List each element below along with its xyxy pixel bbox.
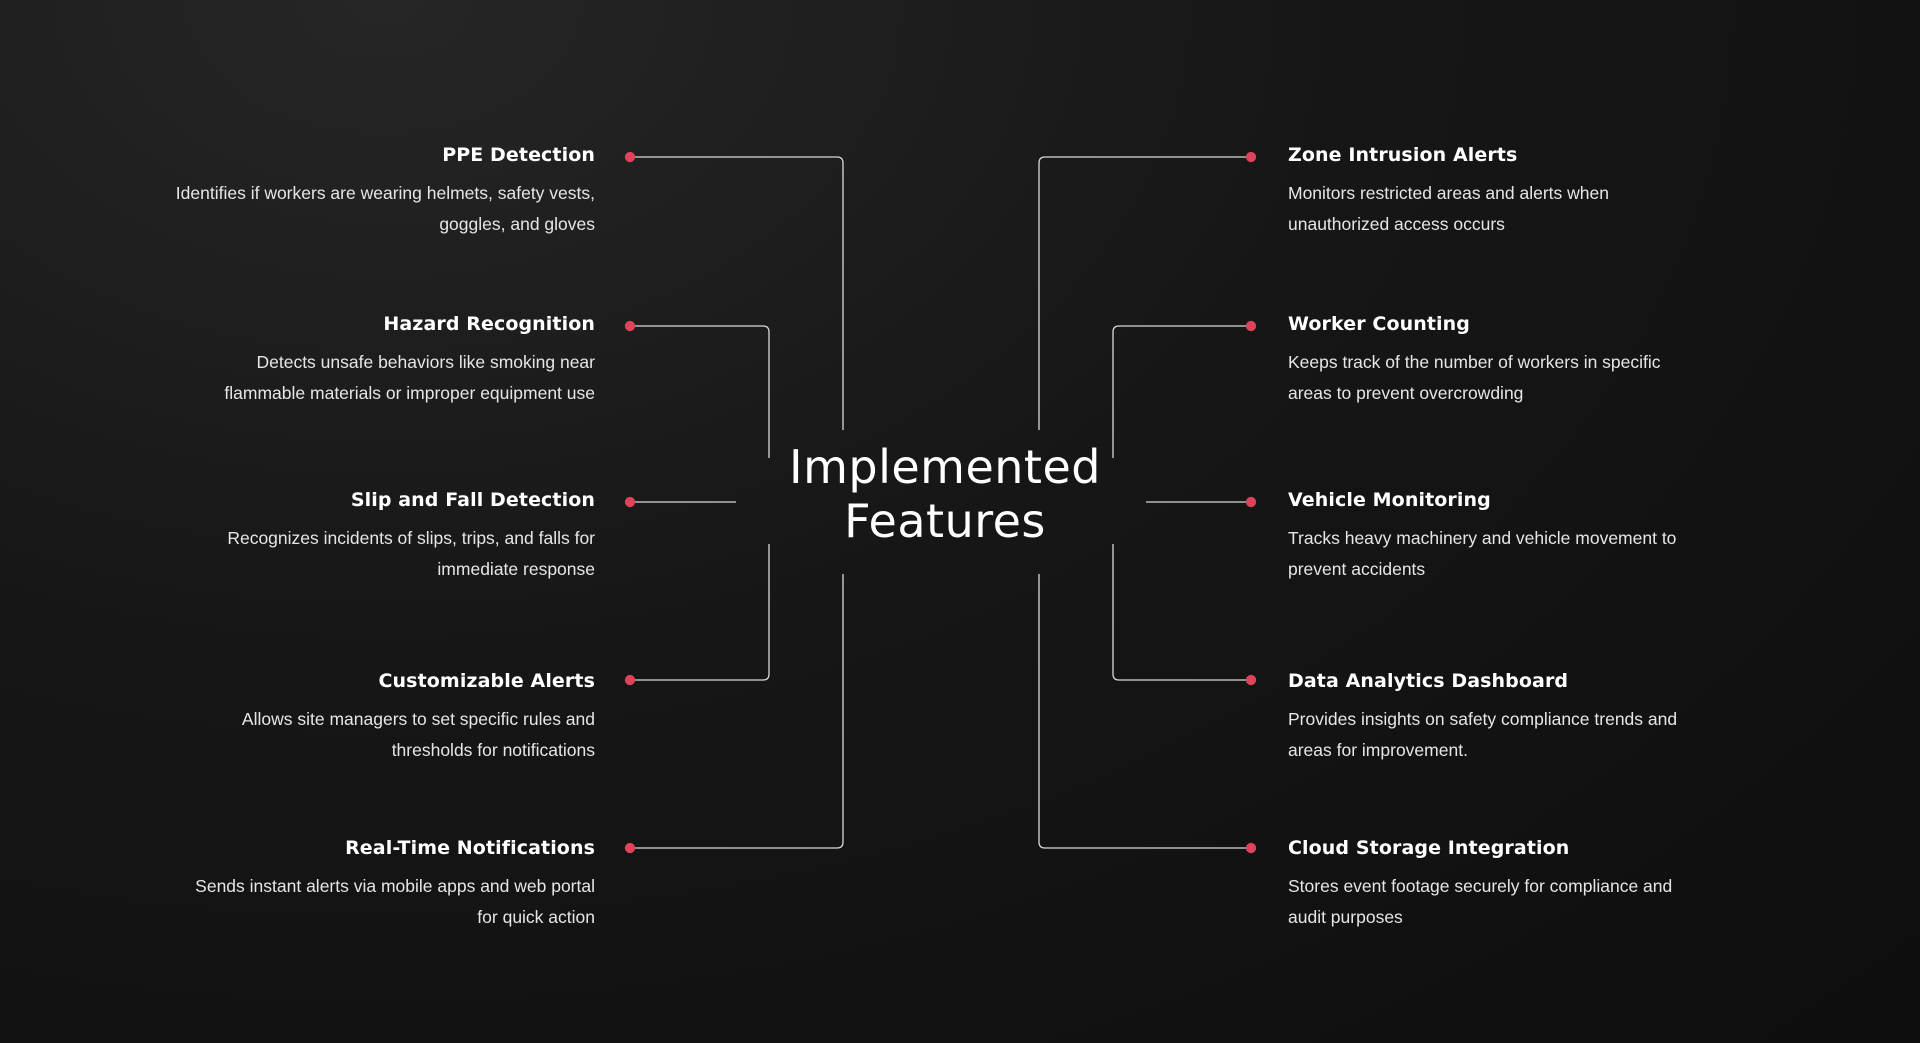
feature-title: Zone Intrusion Alerts [1288, 144, 1518, 166]
connector-zone-intrusion-alerts [1038, 156, 1251, 430]
feature-title: Cloud Storage Integration [1288, 837, 1570, 859]
feature-ppe-detection: PPE Detection Identifies if workers are … [175, 142, 595, 240]
feature-description: Keeps track of the number of workers in … [1288, 352, 1661, 403]
feature-title: Vehicle Monitoring [1288, 489, 1491, 511]
feature-vehicle-monitoring: Vehicle Monitoring Tracks heavy machiner… [1288, 487, 1708, 585]
feature-title: PPE Detection [442, 144, 595, 166]
node-dot-vehicle-monitoring [1245, 496, 1257, 508]
connector-data-analytics-dashboard [1112, 544, 1251, 681]
node-dot-customizable-alerts [624, 674, 636, 686]
feature-description: Tracks heavy machinery and vehicle movem… [1288, 528, 1677, 579]
feature-title: Hazard Recognition [383, 313, 595, 335]
feature-zone-intrusion-alerts: Zone Intrusion Alerts Monitors restricte… [1288, 142, 1708, 240]
node-dot-slip-fall-detection [624, 496, 636, 508]
feature-title: Slip and Fall Detection [350, 489, 595, 511]
feature-description: Stores event footage securely for compli… [1288, 876, 1673, 927]
feature-cloud-storage-integration: Cloud Storage Integration Stores event f… [1288, 835, 1708, 933]
connector-real-time-notifications [630, 574, 844, 849]
connector-customizable-alerts [630, 544, 770, 681]
node-dot-data-analytics-dashboard [1245, 674, 1257, 686]
feature-worker-counting: Worker Counting Keeps track of the numbe… [1288, 311, 1708, 409]
connector-cloud-storage-integration [1038, 574, 1251, 849]
node-dot-real-time-notifications [624, 842, 636, 854]
feature-title: Customizable Alerts [378, 670, 595, 692]
connector-worker-counting [1112, 325, 1251, 458]
node-dot-hazard-recognition [624, 320, 636, 332]
center-title-line-1: Implemented [789, 440, 1101, 494]
node-dot-ppe-detection [624, 151, 636, 163]
feature-hazard-recognition: Hazard Recognition Detects unsafe behavi… [175, 311, 595, 409]
feature-real-time-notifications: Real-Time Notifications Sends instant al… [175, 835, 595, 933]
center-title-line-2: Features [844, 494, 1046, 548]
node-dot-zone-intrusion-alerts [1245, 151, 1257, 163]
feature-title: Worker Counting [1288, 313, 1470, 335]
connector-ppe-detection [630, 156, 844, 430]
feature-description: Sends instant alerts via mobile apps and… [195, 876, 595, 927]
feature-description: Monitors restricted areas and alerts whe… [1288, 183, 1609, 234]
feature-title: Real-Time Notifications [345, 837, 595, 859]
feature-data-analytics-dashboard: Data Analytics Dashboard Provides insigh… [1288, 668, 1708, 766]
feature-description: Recognizes incidents of slips, trips, an… [227, 528, 595, 579]
node-dot-worker-counting [1245, 320, 1257, 332]
feature-description: Allows site managers to set specific rul… [241, 709, 595, 760]
center-title: Implemented Features [760, 440, 1130, 548]
node-dot-cloud-storage-integration [1245, 842, 1257, 854]
connector-hazard-recognition [630, 325, 770, 458]
feature-slip-fall-detection: Slip and Fall Detection Recognizes incid… [175, 487, 595, 585]
feature-customizable-alerts: Customizable Alerts Allows site managers… [175, 668, 595, 766]
feature-description: Detects unsafe behaviors like smoking ne… [224, 352, 595, 403]
feature-description: Provides insights on safety compliance t… [1288, 709, 1678, 760]
feature-description: Identifies if workers are wearing helmet… [175, 183, 595, 234]
feature-title: Data Analytics Dashboard [1288, 670, 1569, 692]
